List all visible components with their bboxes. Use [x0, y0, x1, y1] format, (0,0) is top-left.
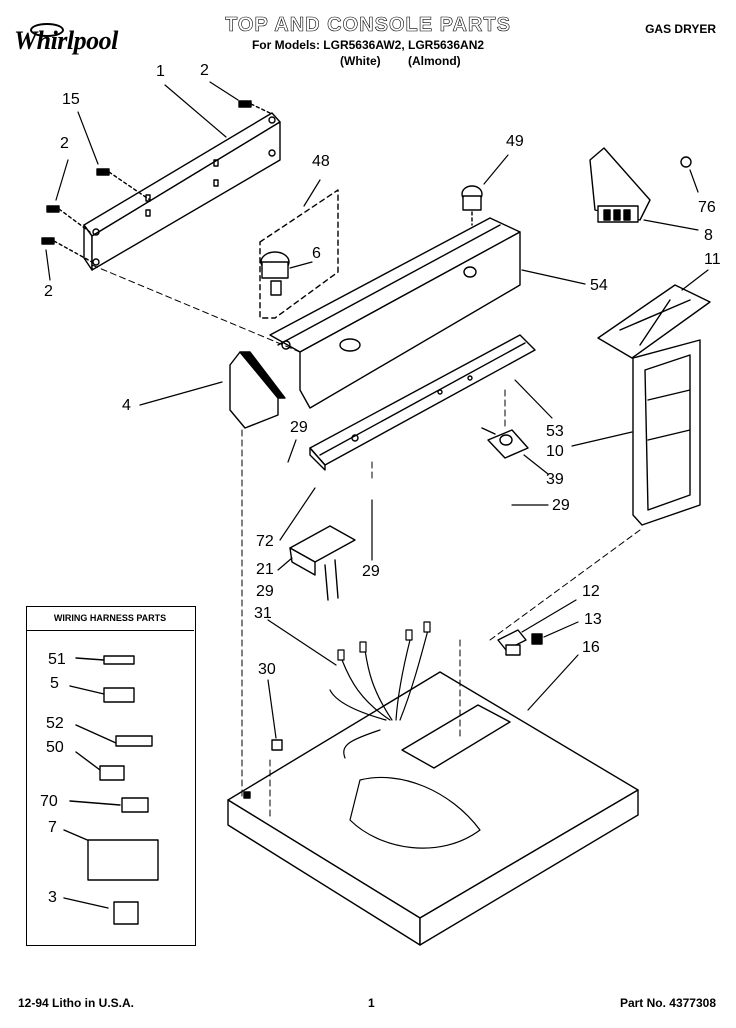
callout-29: 29 — [256, 583, 274, 600]
callout-2: 2 — [60, 135, 69, 152]
part-4-endcap — [229, 351, 286, 429]
harness-item-51: 51 — [48, 651, 66, 668]
assembly-guide-lines — [91, 264, 641, 821]
models-line: For Models: LGR5636AW2, LGR5636AN2 — [251, 38, 485, 52]
callout-4: 4 — [122, 397, 131, 414]
callout-72: 72 — [256, 533, 274, 550]
harness-item-52: 52 — [46, 715, 64, 732]
part-53-channel — [309, 334, 536, 471]
part-54-console — [269, 217, 521, 409]
callout-10: 10 — [546, 443, 564, 460]
callout-12: 12 — [582, 583, 600, 600]
callout-16: 16 — [582, 639, 600, 656]
callout-29: 29 — [290, 419, 308, 436]
part-1-bracket — [83, 112, 281, 271]
callout-30: 30 — [258, 661, 276, 678]
part-10-chute — [632, 339, 701, 526]
whirlpool-logo-swoosh — [30, 23, 64, 37]
knob-icon — [461, 185, 483, 226]
part-8-endcap — [589, 147, 692, 223]
page-number: 1 — [368, 996, 375, 1010]
category-label: GAS DRYER — [645, 22, 716, 36]
callout-6: 6 — [312, 245, 321, 262]
part-31-harness — [329, 621, 481, 849]
callout-29: 29 — [362, 563, 380, 580]
whirlpool-logo: Whirlpool — [14, 26, 118, 55]
callout-1: 1 — [156, 63, 165, 80]
variant-white: (White) — [340, 54, 381, 68]
callout-2: 2 — [200, 62, 209, 79]
screw-icon — [41, 100, 273, 263]
callout-54: 54 — [590, 277, 608, 294]
callout-49: 49 — [506, 133, 524, 150]
callout-31: 31 — [254, 605, 272, 622]
part-39-component — [481, 427, 529, 459]
callout-11: 11 — [704, 251, 721, 268]
callout-13: 13 — [584, 611, 602, 628]
part-number: Part No. 4377308 — [619, 996, 716, 1010]
harness-item-3: 3 — [48, 889, 57, 906]
litho-note: 12-94 Litho in U.S.A. — [18, 996, 135, 1010]
harness-item-50: 50 — [46, 739, 64, 756]
part-48-dashed-box — [259, 189, 339, 319]
page-title: TOP AND CONSOLE PARTS — [225, 14, 511, 37]
callout-29: 29 — [552, 497, 570, 514]
wiring-harness-title: WIRING HARNESS PARTS — [26, 606, 194, 631]
part-21-timer — [289, 525, 356, 601]
part-30-clip — [271, 739, 283, 751]
callout-15: 15 — [62, 91, 80, 108]
harness-item-70: 70 — [40, 793, 58, 810]
harness-parts-drawings — [63, 655, 159, 925]
part-16-top-panel — [227, 671, 639, 946]
callout-leaders — [45, 81, 709, 739]
harness-item-7: 7 — [48, 819, 57, 836]
part-11-pad — [597, 284, 711, 359]
callout-76: 76 — [698, 199, 716, 216]
callout-21: 21 — [256, 561, 274, 578]
wiring-harness-box — [26, 606, 196, 946]
callout-48: 48 — [312, 153, 330, 170]
callout-2: 2 — [44, 283, 53, 300]
callout-39: 39 — [546, 471, 564, 488]
variant-almond: (Almond) — [408, 54, 461, 68]
harness-item-5: 5 — [50, 675, 59, 692]
callout-53: 53 — [546, 423, 564, 440]
part-12-bracket — [497, 629, 543, 656]
switch-icon — [260, 251, 290, 296]
callout-8: 8 — [704, 227, 713, 244]
